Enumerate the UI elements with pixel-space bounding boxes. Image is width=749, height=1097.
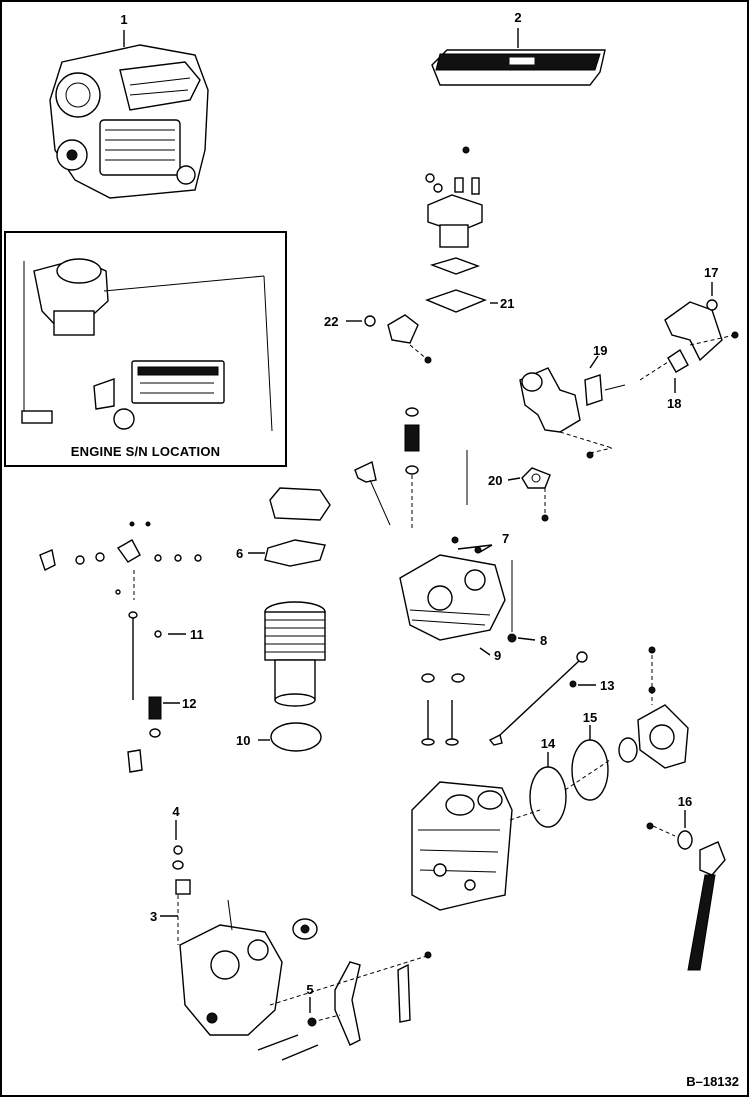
rocker-arm-parts <box>39 521 202 600</box>
callout-6: 6 <box>236 546 243 561</box>
engine-assembly <box>49 44 209 199</box>
callout-19: 19 <box>593 343 607 358</box>
callout-16: 16 <box>678 794 692 809</box>
valve-springs <box>404 407 468 530</box>
valves <box>421 673 465 746</box>
callout-21: 21 <box>500 296 514 311</box>
callout-2: 2 <box>514 10 521 25</box>
figure-number: B–18132 <box>686 1074 739 1089</box>
seal-ring-15 <box>571 739 609 801</box>
inset-label: ENGINE S/N LOCATION <box>70 444 221 459</box>
oil-pump-cover <box>618 646 689 769</box>
callout-12: 12 <box>182 696 196 711</box>
callout-1: 1 <box>120 12 127 27</box>
governor-linkage <box>257 951 432 1061</box>
callout-15: 15 <box>583 710 597 725</box>
inset-illustration <box>21 258 273 432</box>
callout-4: 4 <box>172 804 180 819</box>
callout-5: 5 <box>306 982 313 997</box>
governor-housing <box>172 845 318 1036</box>
injector-assembly <box>425 146 487 313</box>
callout-13: 13 <box>600 678 614 693</box>
dipstick <box>488 651 588 746</box>
air-filter-element <box>431 49 606 86</box>
cylinder-barrel <box>264 601 326 707</box>
manifold-gasket <box>521 467 551 522</box>
exhaust-manifold <box>519 367 626 459</box>
crankcase-block <box>411 781 513 911</box>
engine-sn-inset: ENGINE S/N LOCATION <box>4 231 287 467</box>
cylinder-head <box>399 536 513 641</box>
valve-cover <box>269 487 331 521</box>
callout-10: 10 <box>236 733 250 748</box>
callout-11: 11 <box>190 627 204 642</box>
cylinder-seal-ring <box>270 722 322 752</box>
valve-spring-small <box>127 696 162 773</box>
callout-8: 8 <box>540 633 547 648</box>
filler-neck-hose <box>646 822 726 971</box>
fuel-lift-pump <box>364 314 432 364</box>
callout-7: 7 <box>502 531 509 546</box>
callout-22: 22 <box>324 314 338 329</box>
exhaust-elbow <box>639 299 739 381</box>
callout-14: 14 <box>541 736 556 751</box>
push-rod <box>128 611 162 700</box>
rocker-bracket <box>354 460 391 526</box>
callout-18: 18 <box>667 396 681 411</box>
valve-cover-gasket <box>264 539 326 567</box>
seal-ring-14 <box>529 766 567 828</box>
callout-9: 9 <box>494 648 501 663</box>
callout-17: 17 <box>704 265 718 280</box>
callout-20: 20 <box>488 473 502 488</box>
callout-3: 3 <box>150 909 157 924</box>
